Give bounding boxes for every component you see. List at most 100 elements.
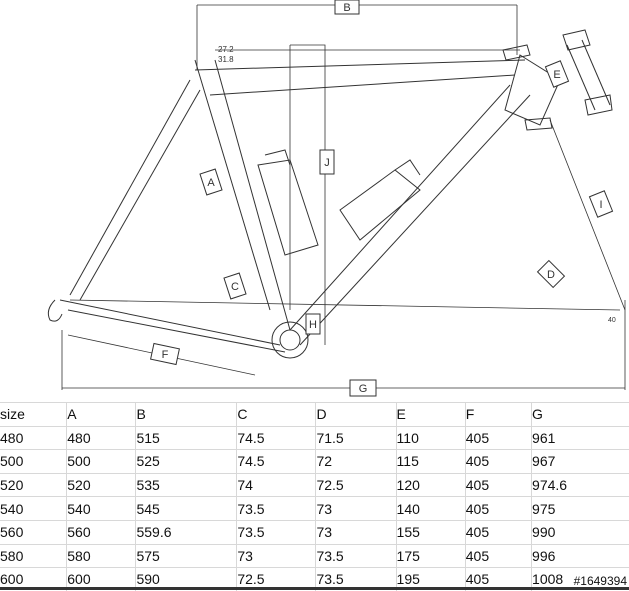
table-cell: 967: [531, 449, 629, 474]
table-cell: 500: [0, 449, 67, 474]
svg-text:C: C: [231, 281, 239, 293]
svg-text:I: I: [599, 199, 602, 211]
bottom-border: [0, 587, 629, 590]
table-cell: 974.6: [531, 472, 629, 497]
label-f: F: [150, 342, 180, 366]
svg-text:A: A: [207, 177, 215, 189]
table-cell: 559.6: [135, 519, 237, 545]
svg-text:B: B: [343, 2, 350, 14]
table-cell: 71.5: [315, 425, 397, 450]
table-cell: 120: [395, 472, 466, 497]
col-header-d: D: [315, 402, 397, 427]
table-cell: 405: [464, 472, 532, 497]
svg-text:F: F: [162, 349, 169, 361]
table-cell: 961: [531, 425, 629, 450]
label-c: C: [223, 272, 247, 300]
table-cell: 580: [0, 543, 67, 568]
col-header-b: B: [135, 402, 237, 427]
svg-text:G: G: [359, 383, 368, 395]
col-header-c: C: [236, 402, 316, 427]
table-cell: 600: [66, 567, 136, 591]
table-cell: 975: [531, 496, 629, 521]
table-cell: 480: [66, 425, 136, 450]
table-cell: 72: [315, 449, 397, 474]
table-cell: 540: [66, 496, 136, 521]
table-cell: 72.5: [315, 472, 397, 497]
svg-text:D: D: [547, 269, 555, 281]
label-j: J: [319, 149, 335, 175]
dimension-lines: [61, 4, 626, 390]
label-e: E: [544, 60, 570, 88]
table-header-row: size A B C D E F G: [0, 402, 629, 427]
table-cell: 520: [0, 472, 67, 497]
table-cell: 560: [0, 519, 67, 545]
table-cell: 175: [395, 543, 466, 568]
table-cell: 590: [135, 567, 237, 591]
table-cell: 990: [531, 519, 629, 545]
table-cell: 405: [464, 425, 532, 450]
table-cell: 405: [464, 519, 532, 545]
table-cell: 195: [395, 567, 466, 591]
table-cell: 560: [66, 519, 136, 545]
table-cell: 580: [66, 543, 136, 568]
table-cell: 73.5: [236, 519, 316, 545]
svg-text:J: J: [324, 157, 330, 169]
frame-geometry-diagram: B A J E I D C H F G 27.2 31.8 40: [47, 0, 626, 397]
table-cell: 540: [0, 496, 67, 521]
table-cell: 575: [135, 543, 237, 568]
col-header-e: E: [395, 402, 466, 427]
table-cell: 480: [0, 425, 67, 450]
table-cell: 155: [395, 519, 466, 545]
col-header-f: F: [464, 402, 532, 427]
table-cell: 73: [315, 519, 397, 545]
table-cell: 73: [236, 543, 316, 568]
seatpost-size-2: 31.8: [218, 55, 234, 64]
table-cell: 73.5: [315, 567, 397, 591]
dropout-note: 40: [608, 317, 616, 324]
col-header-a: A: [66, 402, 136, 427]
table-cell: 535: [135, 472, 237, 497]
table-cell: 600: [0, 567, 67, 591]
svg-text:H: H: [309, 319, 317, 331]
svg-text:E: E: [553, 69, 560, 81]
seatpost-size-1: 27.2: [218, 45, 234, 54]
table-cell: 74.5: [236, 425, 316, 450]
table-cell: 520: [66, 472, 136, 497]
table-cell: 74.5: [236, 449, 316, 474]
label-i: I: [588, 190, 614, 218]
watermark-id: #1649394: [573, 574, 627, 588]
col-header-size: size: [0, 402, 67, 427]
table-cell: 500: [66, 449, 136, 474]
table-cell: 74: [236, 472, 316, 497]
label-b: B: [334, 0, 360, 15]
col-header-g: G: [531, 402, 629, 427]
table-cell: 996: [531, 543, 629, 568]
bottle-cages: [257, 149, 421, 256]
table-cell: 73.5: [236, 496, 316, 521]
table-cell: 405: [464, 543, 532, 568]
label-g: G: [349, 379, 377, 397]
table-cell: 72.5: [236, 567, 316, 591]
table-cell: 545: [135, 496, 237, 521]
table-cell: 515: [135, 425, 237, 450]
label-a: A: [199, 168, 223, 196]
head-tube-parts: [502, 29, 613, 131]
table-cell: 405: [464, 567, 532, 591]
frame-outline: [47, 54, 561, 359]
table-cell: 140: [395, 496, 466, 521]
label-d: D: [536, 259, 566, 289]
table-cell: 73.5: [315, 543, 397, 568]
table-cell: 525: [135, 449, 237, 474]
table-cell: 115: [395, 449, 466, 474]
table-cell: 405: [464, 496, 532, 521]
table-cell: 405: [464, 449, 532, 474]
label-h: H: [305, 313, 321, 335]
table-cell: 73: [315, 496, 397, 521]
